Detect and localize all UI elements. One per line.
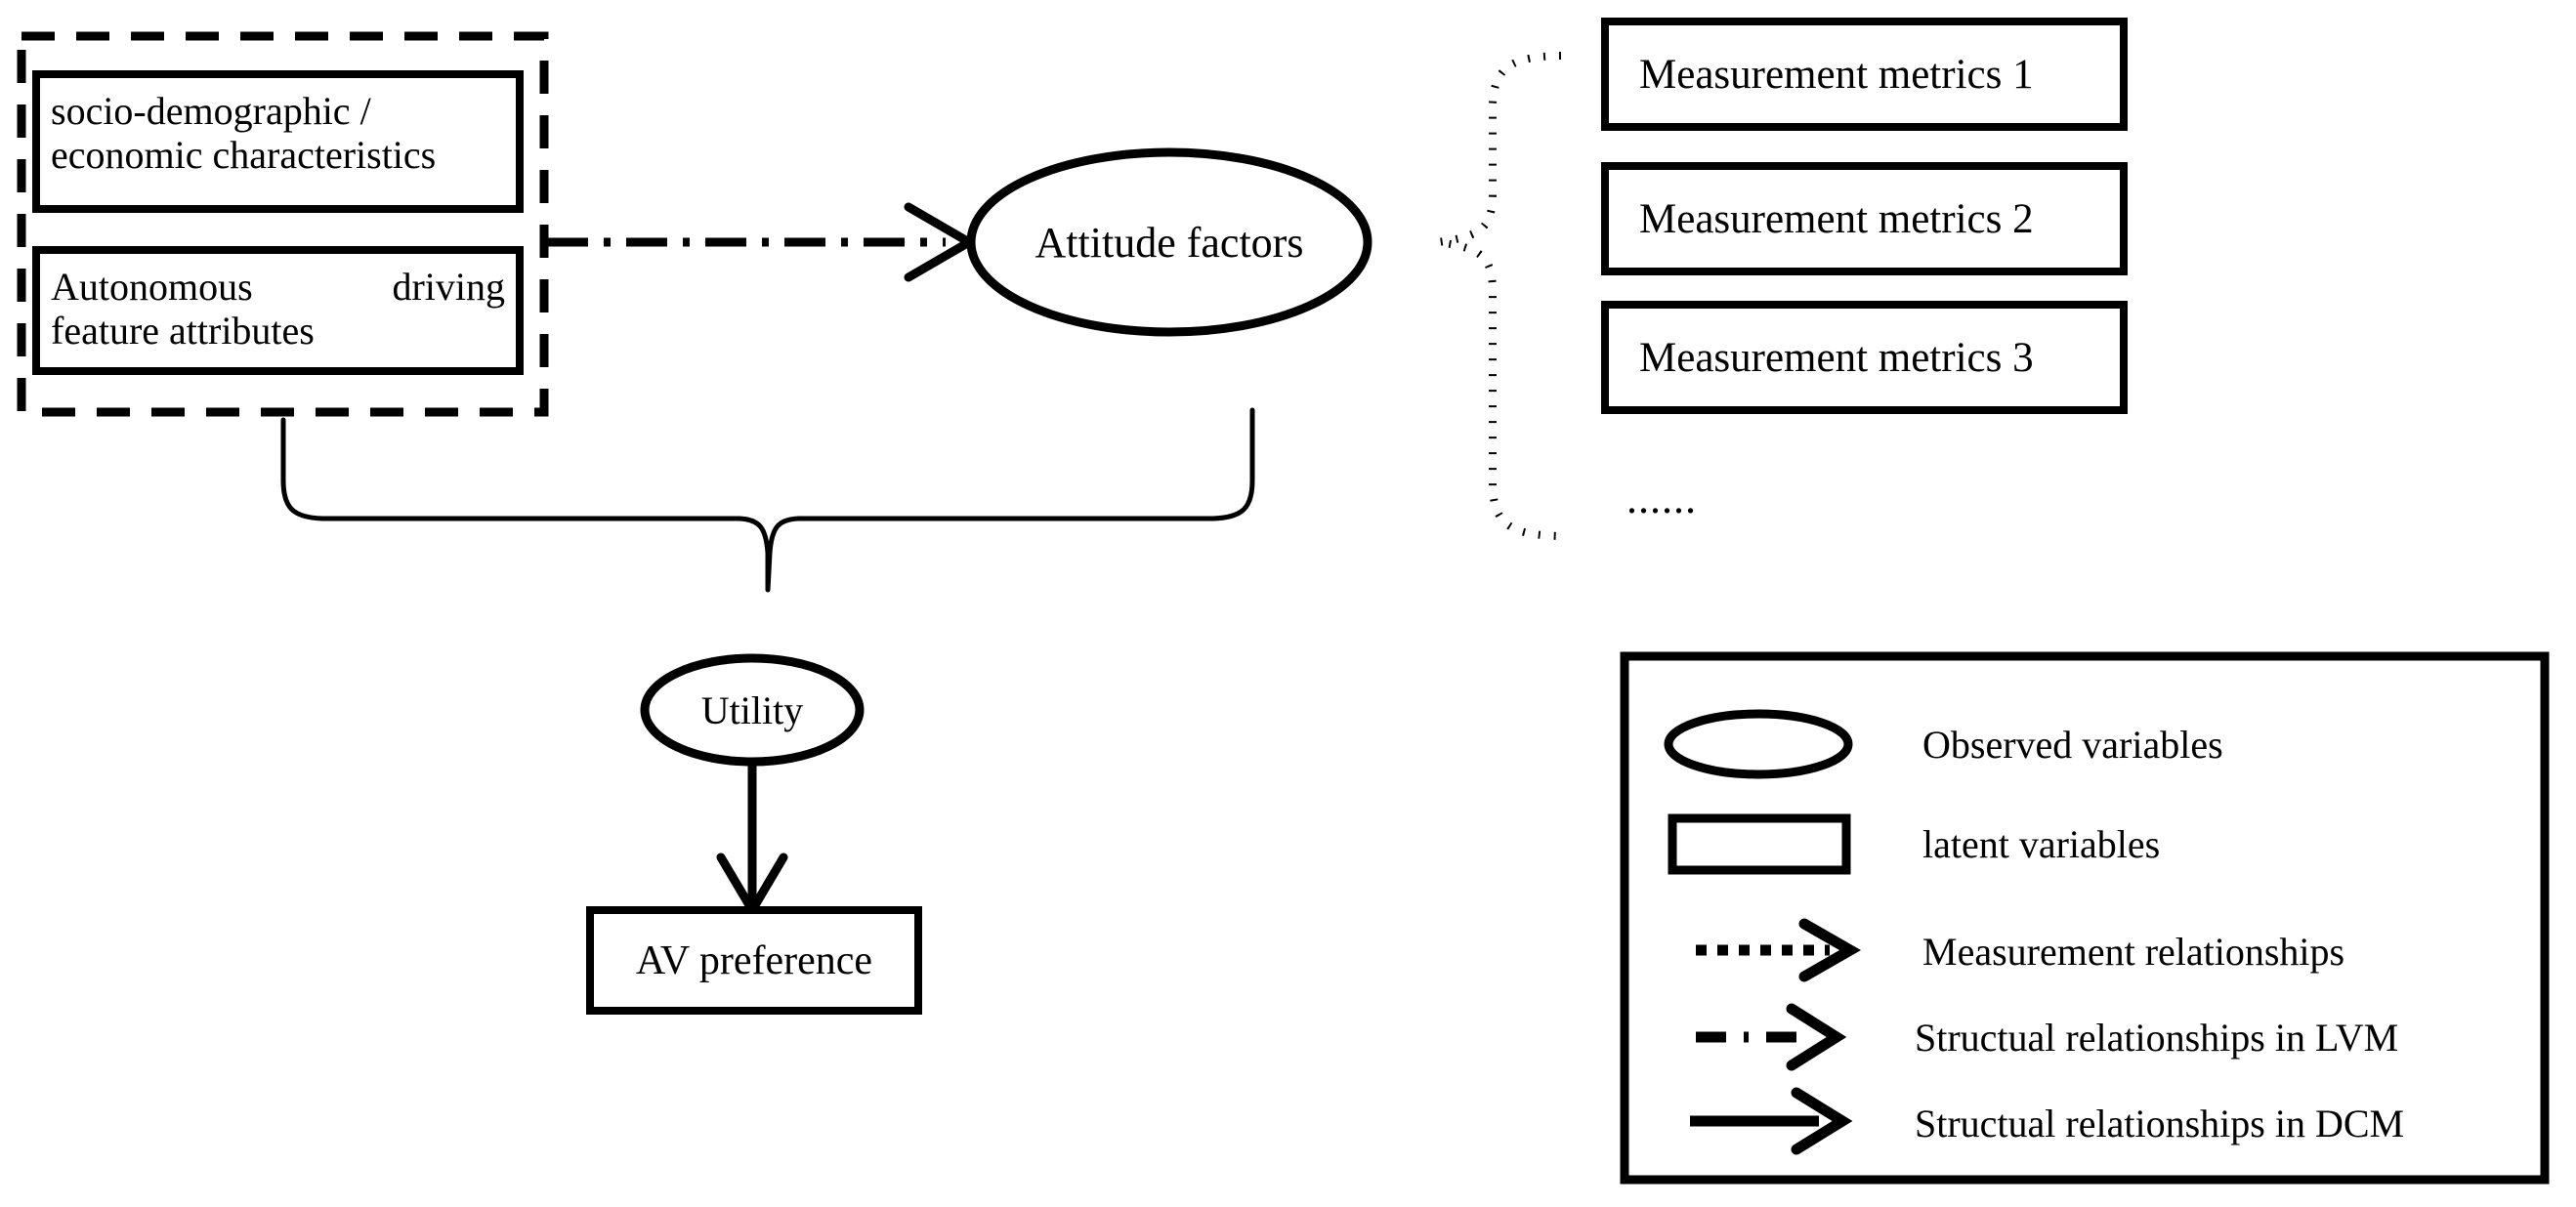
legend-rectangle-swatch-icon — [1668, 813, 1851, 875]
socio-demographic-label-line2: economic characteristics — [51, 132, 437, 177]
legend-label-structural-relationships-dcm: Structual relationships in DCM — [1915, 1101, 2405, 1145]
legend-label-latent-variables: latent variables — [1922, 821, 2161, 866]
socio-demographic-box — [32, 70, 524, 213]
autonomous-driving-label-word1: Autonomous — [51, 265, 253, 309]
measurement-metrics-continuation: ...... — [1626, 474, 1697, 522]
dash-dot-edge-arrowhead — [904, 202, 978, 282]
autonomous-driving-label-block: Autonomous driving feature attributes — [51, 265, 505, 354]
measurement-metrics-label-1: Measurement metrics 1 — [1639, 51, 2034, 98]
utility-ellipse — [640, 653, 865, 767]
attitude-factors-ellipse — [966, 147, 1372, 337]
autonomous-driving-label-line2: feature attributes — [51, 308, 315, 353]
dashed-grouping-box — [17, 31, 549, 417]
measurement-metrics-label-3: Measurement metrics 3 — [1639, 334, 2034, 381]
legend-label-measurement-relationships: Measurement relationships — [1922, 929, 2345, 974]
legend-solid-arrow-icon-head — [1791, 1087, 1853, 1155]
autonomous-driving-label-line1: Autonomous driving — [51, 265, 505, 310]
autonomous-driving-label-word2: driving — [392, 265, 505, 309]
utility-solid-brace — [280, 407, 1255, 593]
measurement-metrics-label-2: Measurement metrics 2 — [1639, 195, 2034, 242]
measurement-dotted-brace — [1437, 52, 1562, 540]
legend-dashdot-arrow-icon-head — [1786, 1003, 1847, 1071]
measurement-metrics-box-3 — [1601, 301, 2128, 414]
autonomous-driving-box — [32, 246, 524, 375]
socio-demographic-label-block: socio-demographic / economic characteris… — [51, 89, 505, 178]
socio-demographic-label-line1: socio-demographic / — [51, 89, 371, 133]
measurement-metrics-box-1 — [1601, 18, 2128, 131]
av-preference-box — [586, 906, 922, 1015]
legend-dotted-arrow-icon-head — [1798, 918, 1862, 982]
legend-label-structural-relationships-lvm: Structual relationships in LVM — [1915, 1015, 2399, 1060]
measurement-metrics-box-2 — [1601, 162, 2128, 275]
legend-ellipse-swatch-icon — [1664, 709, 1853, 779]
legend-label-observed-variables: Observed variables — [1922, 722, 2223, 767]
